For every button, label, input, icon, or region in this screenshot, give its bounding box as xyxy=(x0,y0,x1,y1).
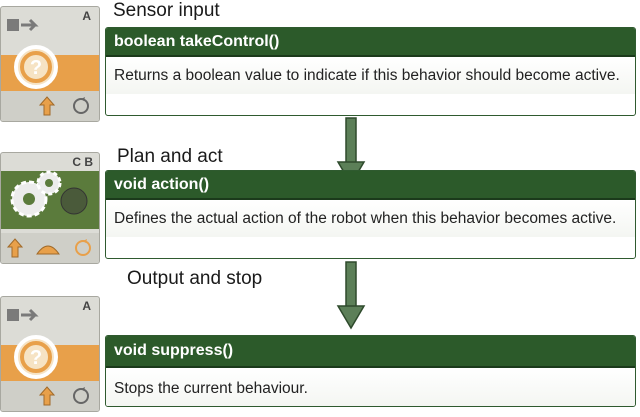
method-card-suppress: void suppress() Stops the current behavi… xyxy=(105,335,636,407)
nxt-block-sensor[interactable]: A ? xyxy=(0,6,100,122)
stage-label-output-and-stop: Output and stop xyxy=(127,268,263,289)
arrow-up-icon xyxy=(7,238,23,258)
block-footer xyxy=(1,381,99,411)
arrow-up-icon xyxy=(39,96,55,116)
nxt-block-stop[interactable]: A ? xyxy=(0,296,100,412)
method-signature: void action() xyxy=(106,171,635,200)
nxt-block-action[interactable]: C B xyxy=(0,152,100,264)
rotation-icon xyxy=(73,387,89,404)
method-description: Defines the actual action of the robot w… xyxy=(106,200,635,237)
method-signature: boolean takeControl() xyxy=(106,28,635,57)
block-footer xyxy=(1,233,99,263)
block-port-letter: A xyxy=(82,9,91,23)
svg-text:?: ? xyxy=(30,57,42,79)
block-footer xyxy=(1,91,99,121)
rotation-icon xyxy=(75,239,91,256)
stage-label-sensor-input: Sensor input xyxy=(113,0,220,21)
svg-text:?: ? xyxy=(30,347,42,369)
wait-sensor-icon: ? xyxy=(7,18,58,89)
method-description: Returns a boolean value to indicate if t… xyxy=(106,57,635,94)
method-signature: void suppress() xyxy=(106,336,635,368)
gears-icon xyxy=(10,170,88,218)
method-card-action: void action() Defines the actual action … xyxy=(105,170,636,259)
method-description: Stops the current behaviour. xyxy=(106,368,635,406)
stage-label-plan-and-act: Plan and act xyxy=(117,146,223,167)
arrow-up-icon xyxy=(39,386,55,406)
rotation-icon xyxy=(73,97,89,114)
motor-icon xyxy=(36,245,60,255)
wait-sensor-icon: ? xyxy=(7,308,58,379)
block-port-letter: A xyxy=(82,299,91,313)
block-port-letter: C B xyxy=(72,155,93,169)
method-card-take-control: boolean takeControl() Returns a boolean … xyxy=(105,27,636,116)
flow-arrow-down-2 xyxy=(336,261,366,330)
